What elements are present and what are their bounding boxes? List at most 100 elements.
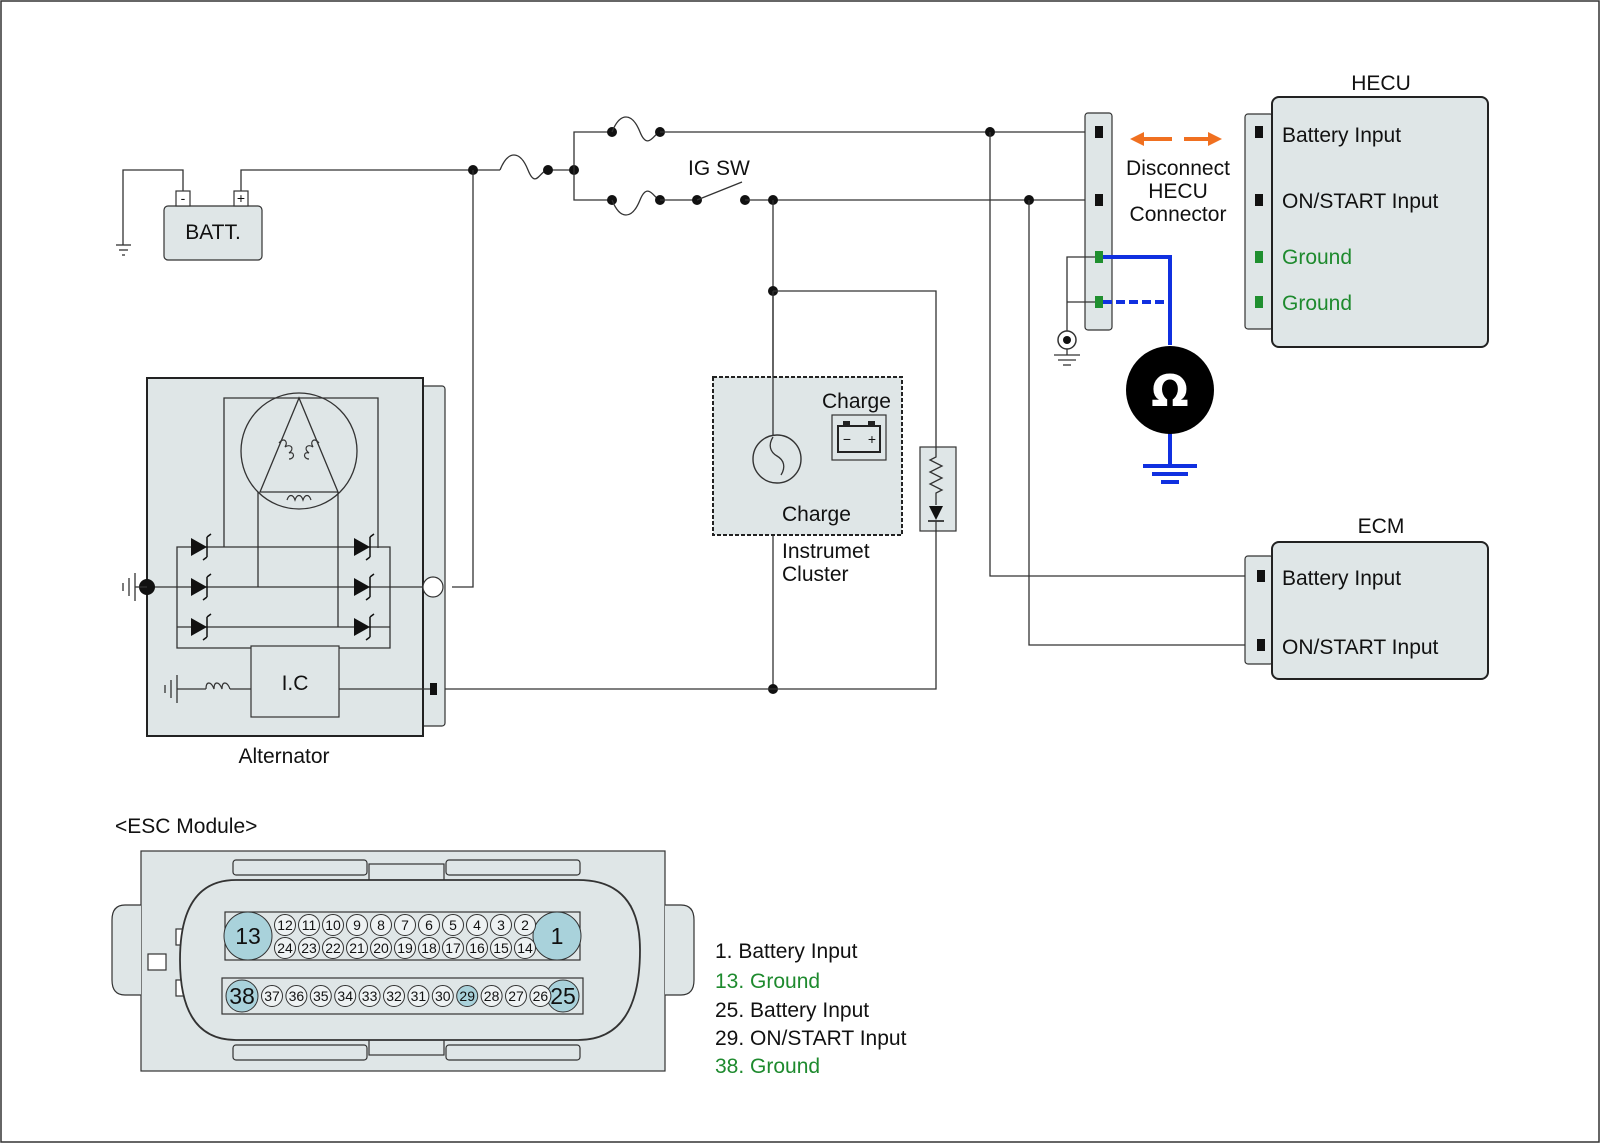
ground-symbol-alternator: [122, 573, 178, 703]
esc-pin: 1: [551, 923, 564, 949]
hecu-pin-ground-1: Ground: [1282, 246, 1352, 269]
esc-pin: 20: [373, 940, 389, 956]
esc-pin-circle: [383, 985, 405, 1007]
ecm-pin-on-start-input: ON/START Input: [1282, 636, 1439, 659]
hecu-harness-connector[interactable]: [1084, 112, 1113, 331]
hecu-module: HECU Battery Input ON/START Input Ground…: [1244, 72, 1489, 348]
ic-label: I.C: [282, 672, 309, 695]
esc-pin-circle: [298, 914, 320, 936]
esc-pin: 13: [235, 923, 261, 949]
esc-pin: 28: [484, 988, 500, 1004]
esc-pin: 34: [337, 988, 353, 1004]
esc-pin-circle: [309, 985, 332, 1007]
legend-item: 38. Ground: [715, 1055, 820, 1078]
esc-pin-circle: [505, 985, 527, 1007]
esc-pin-circle: [394, 937, 416, 959]
instrument-cluster: Charge − + Charge Instrumet Cluster: [712, 291, 903, 586]
esc-pin: 15: [493, 940, 509, 956]
esc-pin-legend: 1. Battery Input 13. Ground 25. Battery …: [715, 940, 907, 1078]
ground-symbol-battery: [116, 244, 131, 256]
ecm-pin-battery-input: Battery Input: [1282, 567, 1401, 590]
esc-pin-circle: [346, 937, 368, 959]
esc-pin: 3: [497, 917, 505, 933]
esc-pin: 31: [411, 988, 427, 1004]
esc-pin-circle: [431, 985, 454, 1007]
alternator-label: Alternator: [238, 745, 329, 768]
legend-item: 1. Battery Input: [715, 940, 858, 963]
esc-pin-circle: [418, 914, 440, 936]
charge-label-top: Charge: [822, 390, 891, 413]
esc-pin-circle: [334, 985, 357, 1007]
ohmmeter-probe-wires: [1103, 255, 1197, 484]
battery-warning-icon: [831, 414, 887, 461]
esc-pin: 35: [313, 988, 329, 1004]
esc-pin: 17: [445, 940, 461, 956]
esc-pin: 21: [349, 940, 365, 956]
esc-pin-circle: [514, 914, 536, 936]
esc-pin: 5: [449, 917, 457, 933]
esc-pin-circle: [418, 937, 440, 959]
disconnect-arrow-icon: [1130, 132, 1222, 146]
esc-pin: 9: [353, 917, 361, 933]
instrument-cluster-label-1: Instrumet: [782, 540, 870, 563]
esc-pin: 2: [521, 917, 529, 933]
ecm-title: ECM: [1358, 515, 1405, 538]
esc-pin: 14: [517, 940, 533, 956]
esc-pin-circle: [394, 914, 416, 936]
hecu-pin-battery-input: Battery Input: [1282, 124, 1401, 147]
esc-pin-circle: [322, 914, 344, 936]
ohmmeter: Ω: [1126, 346, 1214, 434]
esc-pin-circle: [261, 985, 283, 1007]
esc-pin: 22: [325, 940, 341, 956]
ohm-icon: Ω: [1151, 366, 1188, 417]
esc-pin-circle: [346, 914, 368, 936]
esc-pin: 37: [264, 988, 280, 1004]
charge-lamp-icon: [769, 436, 785, 476]
esc-pin-circle: [322, 937, 344, 959]
esc-pin: 27: [508, 988, 524, 1004]
esc-pin-circle: [358, 985, 381, 1007]
svg-text:Connector: Connector: [1130, 203, 1227, 226]
esc-pin-circle: [225, 979, 259, 1013]
esc-pin-circle: [466, 937, 488, 959]
esc-pin: 25: [550, 983, 576, 1009]
esc-pin-circle: [529, 985, 552, 1007]
esc-pin-circle: [490, 914, 512, 936]
esc-pin: 18: [421, 940, 437, 956]
esc-pin-circle: [274, 937, 296, 959]
battery-neg-mark: -: [181, 190, 186, 206]
charge-label-bottom: Charge: [782, 503, 851, 526]
svg-text:−: −: [843, 431, 851, 447]
legend-item: 25. Battery Input: [715, 999, 869, 1022]
esc-pin-circle: [514, 937, 536, 959]
instrument-cluster-label-2: Cluster: [782, 563, 849, 586]
esc-pin-circle: [223, 911, 273, 961]
esc-pin-circle: [407, 985, 430, 1007]
alternator: I.C Alternator: [139, 377, 446, 768]
svg-text:+: +: [868, 431, 876, 447]
hecu-title: HECU: [1351, 72, 1411, 95]
esc-pin: 29: [459, 988, 475, 1004]
esc-pin-circle: [442, 914, 464, 936]
esc-pin: 23: [301, 940, 317, 956]
esc-pin-circle: [370, 937, 392, 959]
esc-pin-circle: [285, 985, 308, 1007]
esc-pin: 36: [289, 988, 305, 1004]
svg-text:HECU: HECU: [1148, 180, 1208, 203]
esc-pin-circle: [532, 911, 582, 961]
esc-pin-circle: [456, 985, 479, 1007]
esc-pin-circle: [298, 937, 320, 959]
ground-symbol-hecu: [1054, 330, 1080, 366]
disconnect-instruction: Disconnect HECU Connector: [1126, 157, 1230, 226]
svg-text:Disconnect: Disconnect: [1126, 157, 1230, 180]
esc-pin: 4: [473, 917, 481, 933]
esc-pin: 10: [325, 917, 341, 933]
resistor-diode: [919, 446, 957, 532]
ig-switch-label: IG SW: [688, 157, 750, 180]
battery: - + BATT.: [163, 190, 263, 261]
esc-pin-circle: [466, 914, 488, 936]
esc-pin-circle: [480, 985, 503, 1007]
